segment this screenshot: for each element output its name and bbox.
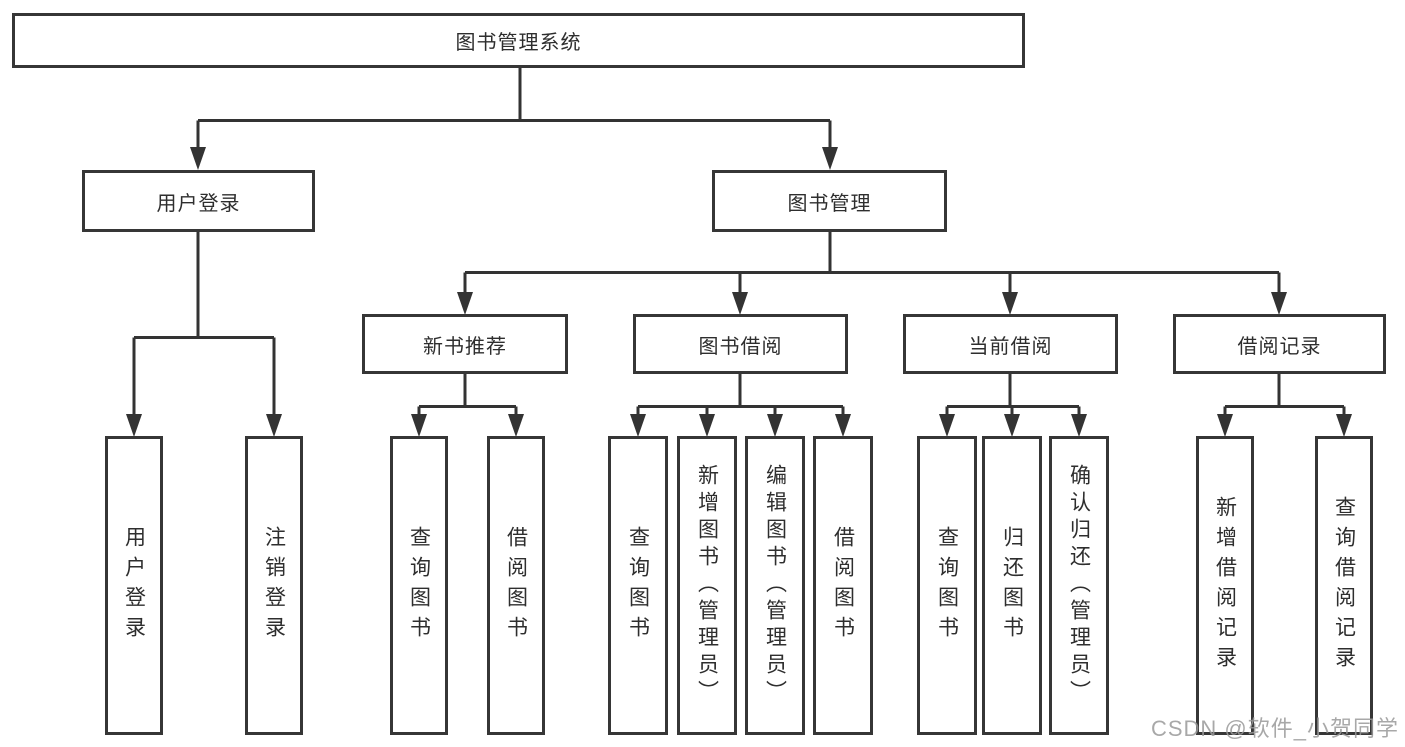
- arrow-down-icon: [822, 147, 838, 170]
- arrow-down-icon: [767, 414, 783, 437]
- arrow-down-icon: [1271, 292, 1287, 315]
- arrow-down-icon: [1004, 414, 1020, 437]
- node-new-book-recommend: 新书推荐: [362, 314, 568, 374]
- arrow-down-icon: [939, 414, 955, 437]
- branch-user-login: [132, 232, 276, 416]
- node-user-login: 用户登录: [82, 170, 315, 232]
- branch-new-book-recommend: [417, 374, 518, 416]
- arrow-down-icon: [1071, 414, 1087, 437]
- node-library-system: 图书管理系统: [12, 13, 1025, 68]
- leaf-confirm-return-admin: 确认归还（管理员）: [1049, 436, 1109, 735]
- leaf-borrow-book-recommend: 借阅图书: [487, 436, 545, 735]
- leaf-add-borrow-record: 新增借阅记录: [1196, 436, 1254, 735]
- leaf-borrow-book-borrowing: 借阅图书: [813, 436, 873, 735]
- leaf-add-book-admin: 新增图书（管理员）: [677, 436, 737, 735]
- leaf-edit-book-admin: 编辑图书（管理员）: [745, 436, 805, 735]
- arrow-down-icon: [457, 292, 473, 315]
- branch-borrow-records: [1223, 374, 1346, 416]
- leaf-query-book-current: 查询图书: [917, 436, 977, 735]
- arrow-down-icon: [411, 414, 427, 437]
- arrow-down-icon: [835, 414, 851, 437]
- branch-book-borrowing: [636, 374, 845, 416]
- csdn-watermark: CSDN @软件_小贺同学: [1150, 716, 1399, 741]
- leaf-return-book: 归还图书: [982, 436, 1042, 735]
- node-borrow-records: 借阅记录: [1173, 314, 1386, 374]
- arrow-down-icon: [508, 414, 524, 437]
- branch-book-management: [463, 232, 1281, 294]
- branch-current-borrowing: [945, 374, 1081, 416]
- leaf-query-borrow-record: 查询借阅记录: [1315, 436, 1373, 735]
- arrow-down-icon: [1336, 414, 1352, 437]
- arrow-down-icon: [699, 414, 715, 437]
- arrow-down-icon: [126, 414, 142, 437]
- arrow-down-icon: [1002, 292, 1018, 315]
- connector-lines: [132, 68, 1346, 416]
- arrow-down-icon: [630, 414, 646, 437]
- leaf-user-login: 用户登录: [105, 436, 163, 735]
- arrow-down-icon: [732, 292, 748, 315]
- leaf-query-book-borrowing: 查询图书: [608, 436, 668, 735]
- node-book-borrowing: 图书借阅: [633, 314, 848, 374]
- arrow-down-icon: [1217, 414, 1233, 437]
- leaf-logout: 注销登录: [245, 436, 303, 735]
- arrowhead-icons: [126, 147, 1352, 437]
- arrow-down-icon: [190, 147, 206, 170]
- leaf-query-book-recommend: 查询图书: [390, 436, 448, 735]
- arrow-down-icon: [266, 414, 282, 437]
- node-current-borrowing: 当前借阅: [903, 314, 1118, 374]
- node-book-management: 图书管理: [712, 170, 947, 232]
- branch-root: [196, 68, 832, 149]
